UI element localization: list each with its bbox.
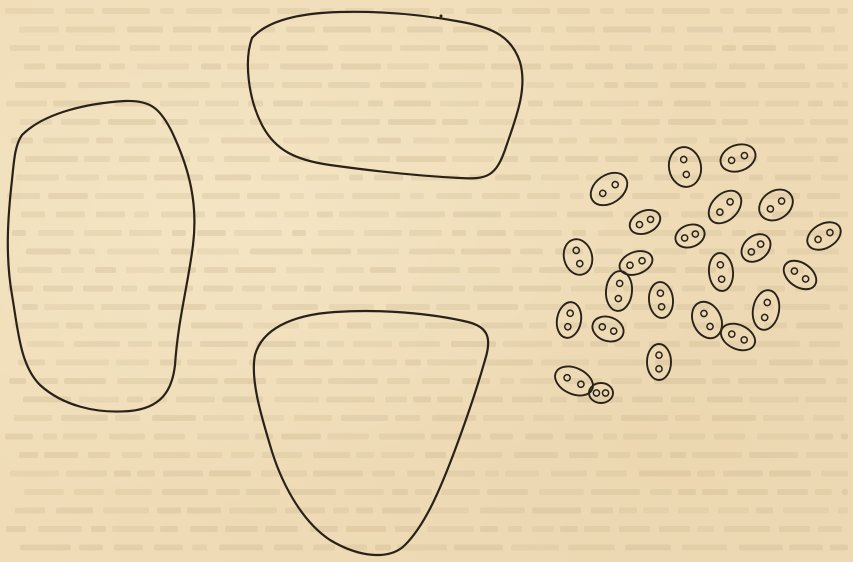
large-cell-left [8,101,195,412]
small-cell-nucleus [761,314,768,321]
small-cell-wall [702,184,747,229]
small-cell-wall [589,312,627,345]
small-cell-nucleus [766,205,775,214]
small-cell-nucleus [740,336,748,344]
small-cell [672,221,708,252]
small-cell-group [550,140,845,403]
small-cell-nucleus [680,156,687,163]
small-cell-nucleus [717,261,724,268]
small-cell-nucleus [716,208,725,217]
small-cell [750,288,783,332]
small-cell-wall [554,300,584,340]
small-cell-wall [647,344,671,380]
small-cell-nucleus [756,240,765,249]
small-cell-nucleus [777,197,786,206]
ink-speck [440,15,443,18]
small-cell-nucleus [700,309,708,317]
small-cell-wall [560,236,596,278]
small-cell [736,229,776,268]
small-cell-nucleus [577,380,585,388]
small-cell-wall [802,217,845,256]
small-cell [702,184,747,229]
small-cell [647,281,674,319]
small-cell-nucleus [567,310,574,317]
small-cell-nucleus [602,390,608,396]
small-cell-nucleus [615,295,622,302]
small-cell [589,383,613,403]
small-cell-nucleus [747,248,756,257]
small-cell [554,300,584,340]
small-cell [778,255,821,295]
small-cell [616,247,655,279]
small-cell-nucleus [728,330,736,338]
small-cell [647,344,671,380]
small-cell [707,252,734,292]
small-cell-nucleus [656,366,662,372]
small-cell [589,312,627,345]
small-cell-nucleus [610,327,618,335]
small-cell [626,205,664,238]
small-cell-nucleus [726,198,735,207]
small-cell-nucleus [638,257,646,265]
small-cell-nucleus [598,323,606,331]
small-cell-wall [616,247,655,279]
small-cell [550,361,597,401]
small-cell-nucleus [718,276,725,283]
small-cell-wall [736,229,776,268]
small-cell-nucleus [593,390,599,396]
small-cell [802,217,845,256]
small-cell-nucleus [646,215,654,223]
small-cell-nucleus [656,352,662,358]
small-cell-nucleus [814,235,822,243]
large-cell-group [8,12,523,555]
small-cell-nucleus [611,180,620,189]
small-cell-nucleus [616,280,623,287]
small-cell-wall [672,221,708,252]
small-cell-nucleus [764,299,771,306]
small-cell-nucleus [728,156,736,164]
small-cell-nucleus [576,260,584,268]
small-cell-nucleus [801,275,810,284]
small-cell [753,183,799,227]
small-cell [604,270,633,312]
small-cell-nucleus [572,247,580,255]
large-cell-bottom [254,311,488,555]
small-cell-wall [717,140,760,177]
small-cell-nucleus [658,303,665,310]
small-cell-nucleus [563,374,571,382]
small-cell-wall [753,183,799,227]
small-cell-nucleus [626,261,634,269]
small-cell-wall [717,319,760,356]
small-cell-nucleus [691,230,699,238]
small-cell-nucleus [681,234,689,242]
small-cell-wall [666,145,704,190]
small-cell-wall [604,270,633,312]
small-cell-wall [750,288,783,332]
small-cell-nucleus [790,267,799,276]
small-cell-nucleus [740,152,748,160]
small-cell-nucleus [635,220,643,228]
small-cell-nucleus [706,322,714,330]
small-cell [666,145,704,190]
small-cell-nucleus [683,171,690,178]
large-cell-top [248,12,523,179]
small-cell [717,319,760,356]
small-cell-wall [550,361,597,401]
small-cell-wall [585,166,634,212]
small-cell [717,140,760,177]
small-cell-nucleus [657,290,664,297]
small-cell-wall [707,252,734,292]
small-cell-wall [647,281,674,319]
small-cell-nucleus [598,189,607,198]
small-cell-nucleus [564,323,571,330]
small-cell-wall [778,255,821,295]
small-cell [560,236,596,278]
small-cell [585,166,634,212]
small-cell-wall [626,205,664,238]
small-cell-nucleus [826,228,834,236]
